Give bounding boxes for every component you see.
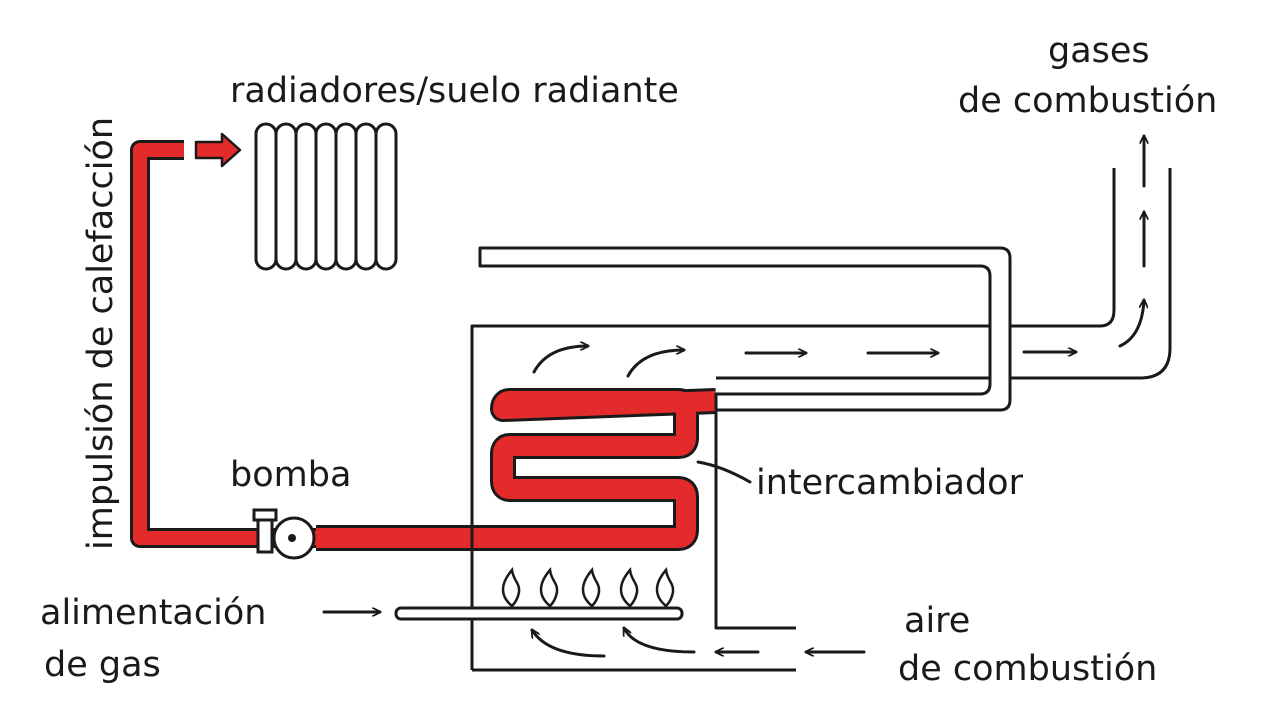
pump-label: bomba [230,455,351,495]
return-pipe [478,246,1012,412]
heat-exchanger-coil [316,388,717,551]
arrow-icon [532,346,590,374]
radiator-icon [254,122,398,271]
combustion-chamber [470,324,990,670]
arrow-icon [626,350,686,378]
gas-supply-label-line2: de gas [44,645,161,685]
flue-outlet-outer [1010,168,1172,380]
flame-icon [501,566,675,608]
pump-icon [252,508,316,560]
flow-arrows [322,134,1144,658]
arrow-icon [622,628,696,654]
flue-outlet [1010,168,1116,328]
flue-gases-label-line2: de combustión [958,81,1217,121]
burner [394,566,684,621]
burner-bar [394,606,684,621]
heat-exchanger-leader [696,460,752,484]
hot-water-circuit [130,132,717,551]
combustion-air-label-line1: aire [904,601,970,641]
arrow-icon [1118,298,1144,348]
heat-exchanger-label: intercambiador [756,463,1024,503]
inner-wall [714,394,796,630]
gas-supply-label-line1: alimentación [40,593,266,633]
boiler-housing [470,168,1172,672]
heat-exchanger-coil-fill [316,391,717,548]
arrow-icon [532,630,606,658]
radiator-flow-arrow [194,132,242,168]
combustion-air-label-line2: de combustión [898,649,1157,689]
heating-supply-pipe-fill [133,143,316,545]
flue-gases-label-line1: gases [1048,31,1150,71]
radiators-label: radiadores/suelo radiante [230,71,679,111]
heating-supply-label: impulsión de calefacción [81,117,121,550]
